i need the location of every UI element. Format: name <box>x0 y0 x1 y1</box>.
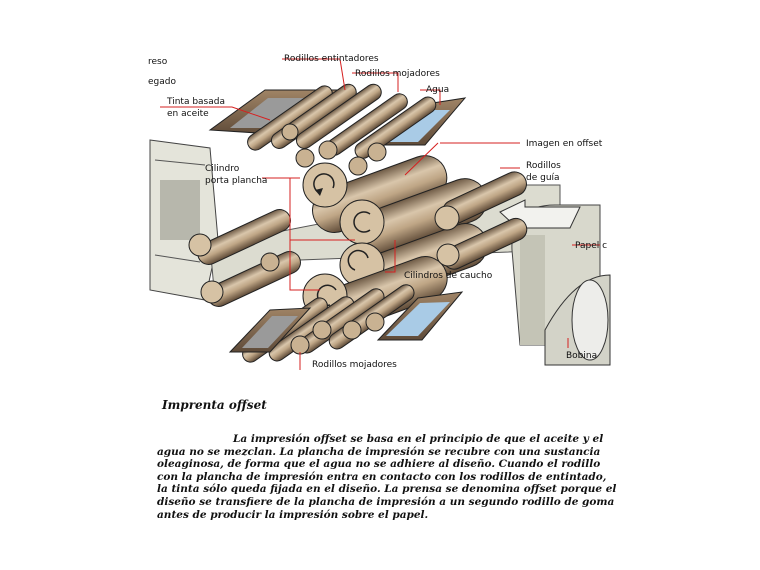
guide-rollers <box>434 171 528 270</box>
label-rodillos-mojadores-top: Rodillos mojadores <box>355 69 440 79</box>
label-cilindro-2: porta plancha <box>205 176 267 186</box>
bottom-water-tray <box>376 291 464 341</box>
label-tinta-2: en aceite <box>167 109 209 119</box>
label-bobina: Bobina <box>566 351 597 361</box>
labels: reso egado Tinta basada en aceite Rodill… <box>148 54 607 370</box>
left-rollers <box>188 208 301 307</box>
label-agua: Agua <box>426 85 449 95</box>
label-cilindro-1: Cilindro <box>205 164 240 174</box>
bobina-roll <box>544 274 611 366</box>
label-rodillos-guia-1: Rodillos <box>526 161 561 171</box>
caption-title: Imprenta offset <box>162 398 267 412</box>
label-rodillos-guia-2: de guía <box>526 173 560 183</box>
label-tinta-1: Tinta basada <box>166 97 225 107</box>
label-rodillos-mojadores-bottom: Rodillos mojadores <box>312 360 397 370</box>
label-papel: Papel c <box>575 241 607 251</box>
bottom-ink-tray <box>228 307 312 353</box>
label-imagen-offset: Imagen en offset <box>526 139 603 149</box>
label-reso: reso <box>148 57 168 67</box>
callout-lines <box>160 58 600 370</box>
caption-text: La impresión offset se basa en el princi… <box>157 433 617 521</box>
label-cilindros-caucho: Cilindros de caucho <box>404 271 493 281</box>
ink-rollers-top <box>247 83 437 176</box>
label-egado: egado <box>148 77 176 87</box>
label-rodillos-entintadores: Rodillos entintadores <box>284 54 379 64</box>
